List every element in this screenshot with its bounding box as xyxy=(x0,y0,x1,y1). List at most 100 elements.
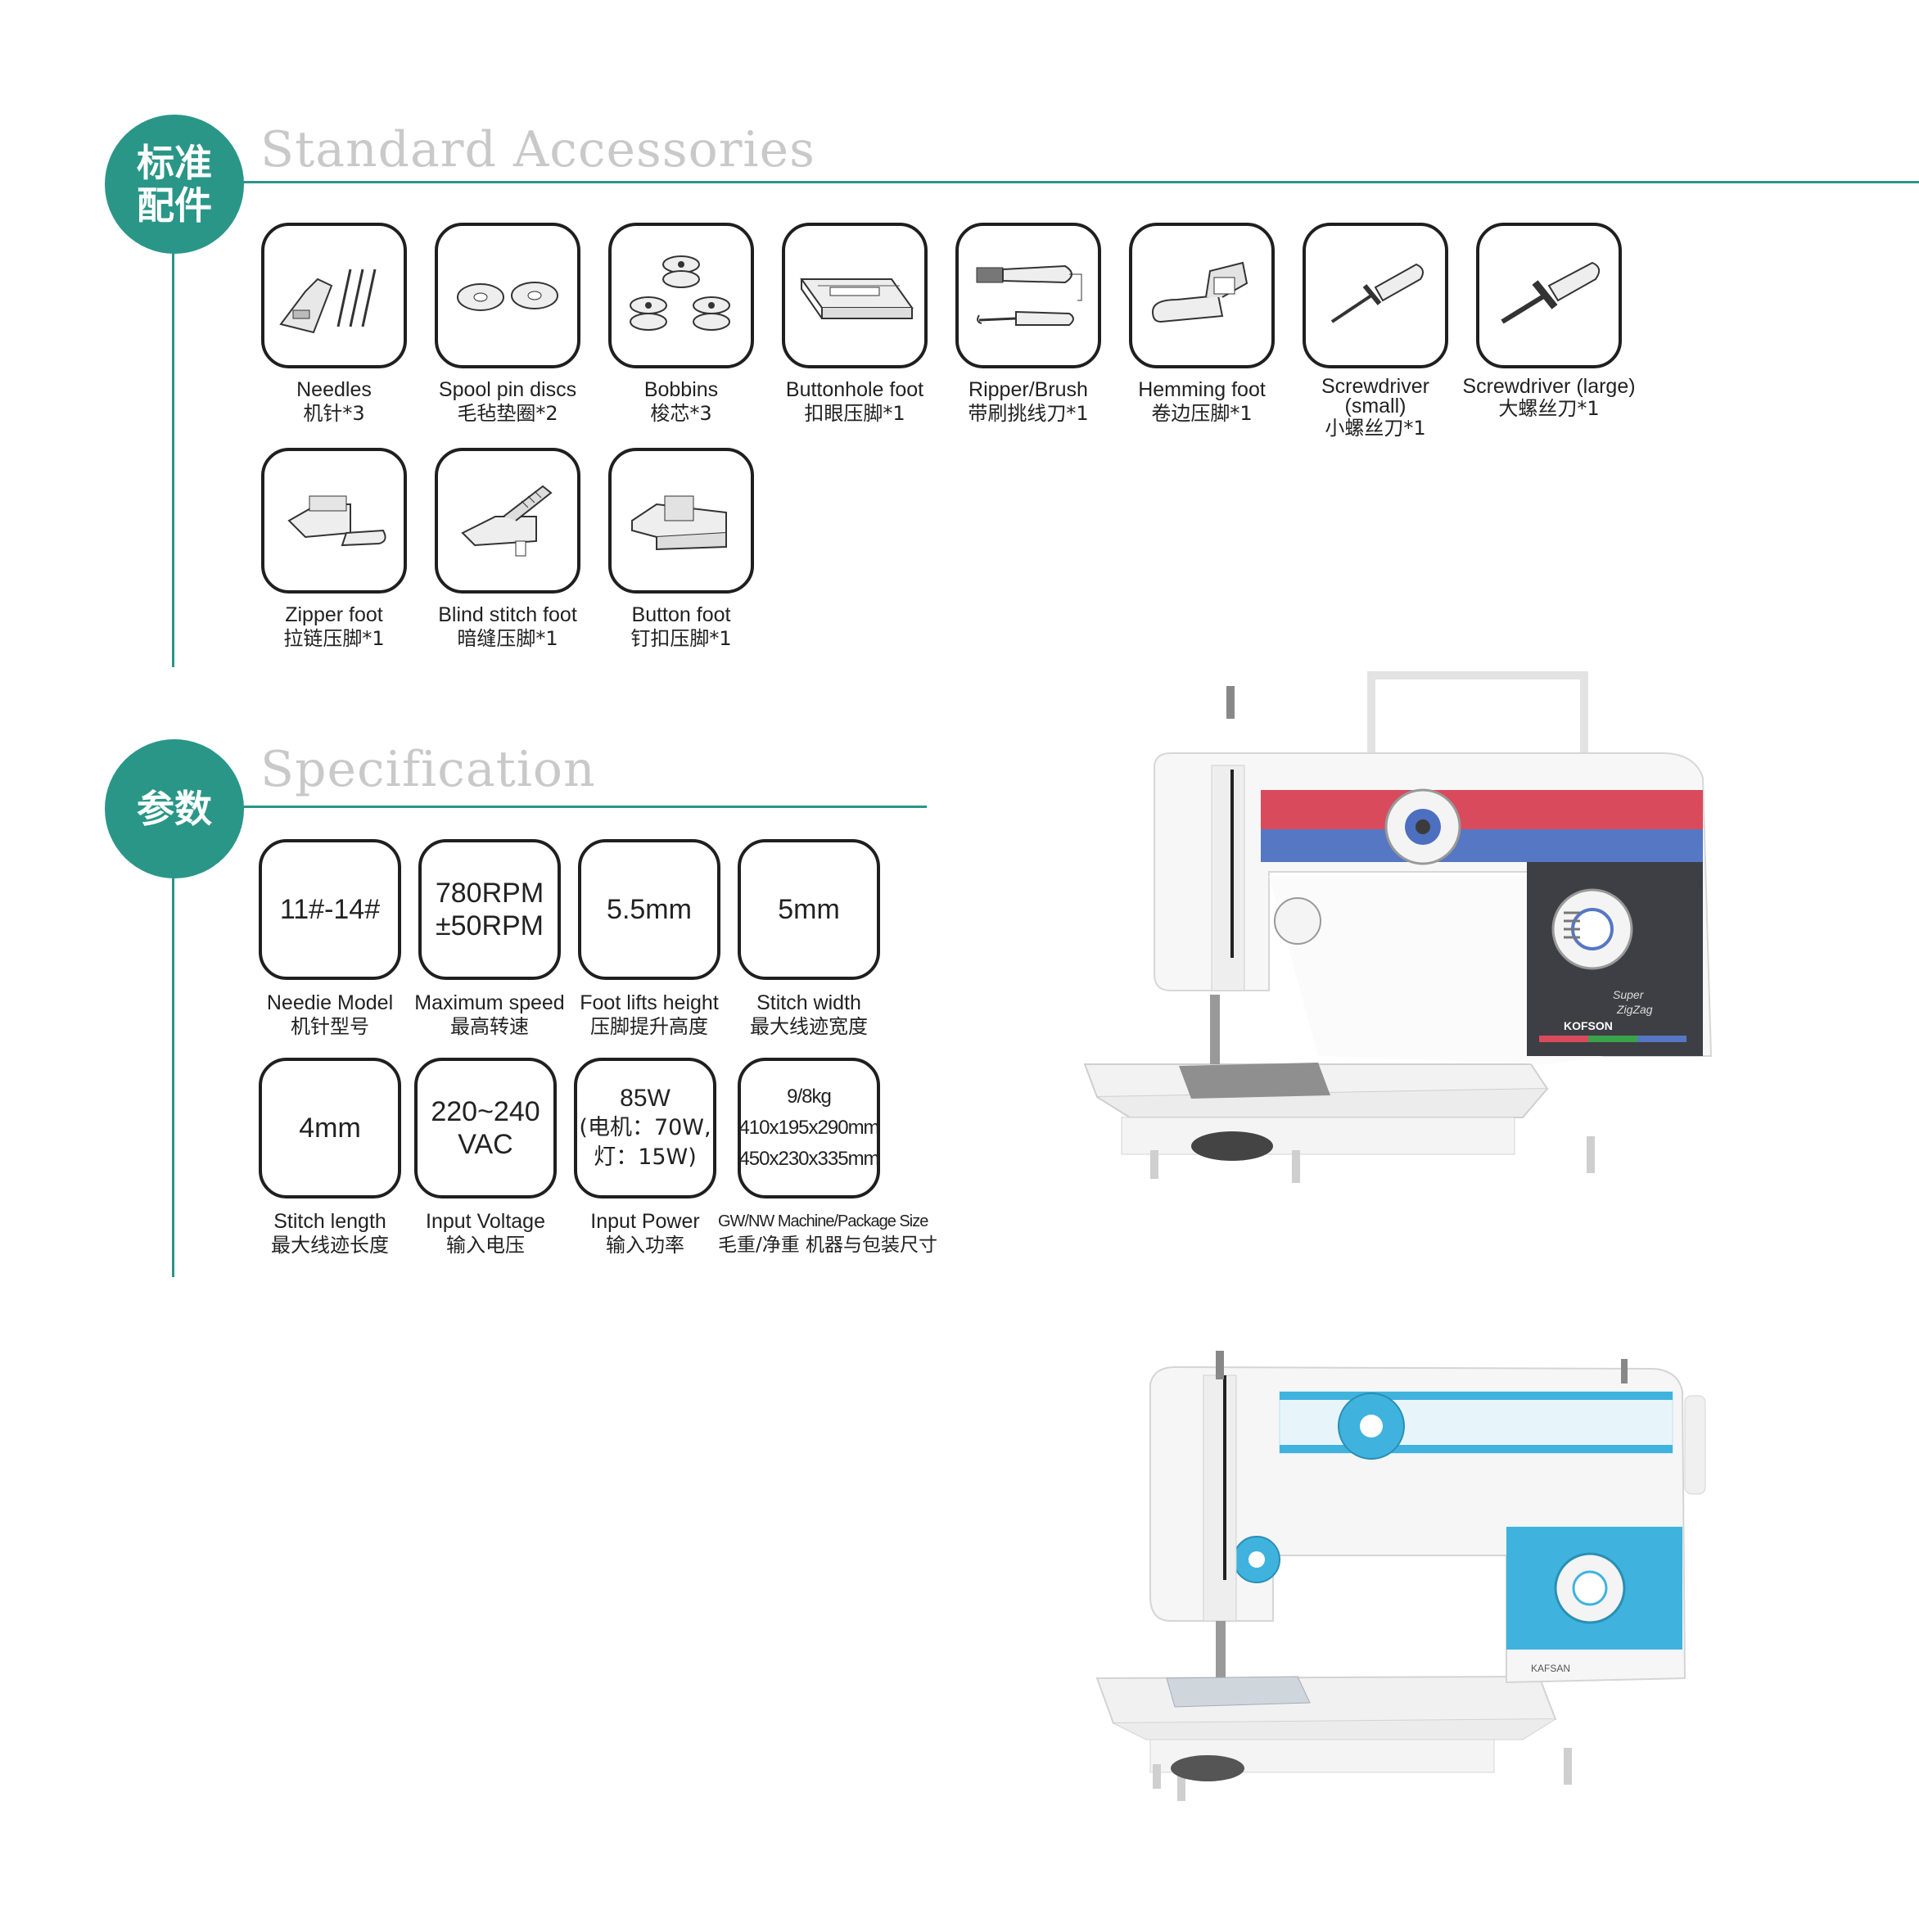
bobbins-icon xyxy=(630,255,730,331)
accessory-name-en: Ripper/Brush xyxy=(969,378,1088,401)
specification-vertical-rule xyxy=(172,810,174,1277)
accessory-box xyxy=(1476,223,1622,368)
spec-label-cn: 毛重/净重 机器与包装尺寸 xyxy=(718,1235,938,1256)
sewing-machine-1-icon: Super ZigZag KOFSON xyxy=(1083,671,1713,1183)
spec-value: 85W (电机：70W, 灯：15W) xyxy=(574,1058,716,1198)
accessory-box xyxy=(435,223,580,368)
ripper-brush-icon xyxy=(976,264,1082,326)
button-foot-icon xyxy=(631,495,727,551)
spec-label-en: Stitch width xyxy=(756,991,861,1014)
spool-pin-discs-icon xyxy=(457,282,558,311)
spec-value-line: (电机：70W, xyxy=(579,1115,711,1140)
accessory-screwdriver-small: Screwdriver (small) 小螺丝刀*1 xyxy=(1289,223,1462,440)
accessory-name-cn: 扣眼压脚*1 xyxy=(804,402,905,425)
svg-text:Super: Super xyxy=(1613,988,1645,1001)
accessory-spool-pin-discs: Spool pin discs 毛毡垫圈*2 xyxy=(421,223,594,426)
spec-foot-lift-height: 5.5mm Foot lifts height 压脚提升高度 xyxy=(567,839,731,1039)
spec-value: 5.5mm xyxy=(578,839,720,980)
zipper-foot-icon xyxy=(287,495,386,547)
spec-value: 220~240 VAC xyxy=(414,1058,557,1198)
specification-title: Specification xyxy=(260,741,596,798)
accessories-vertical-rule xyxy=(172,188,174,667)
accessory-name-en: Hemming foot xyxy=(1138,378,1266,401)
sewing-machine-2-icon: KAFSAN xyxy=(1095,1351,1706,1801)
spec-label-en: Needie Model xyxy=(266,991,394,1014)
spec-label-cn: 输入电压 xyxy=(446,1234,525,1257)
accessory-box xyxy=(1129,223,1275,368)
accessory-name-en: Screwdriver (small) xyxy=(1321,375,1429,418)
spec-label-en: Input Power xyxy=(590,1210,700,1233)
svg-text:KOFSON: KOFSON xyxy=(1564,1019,1613,1032)
accessories-badge-line2: 配件 xyxy=(137,183,212,228)
spec-needle-model: 11#-14# Needie Model 机针型号 xyxy=(248,839,412,1039)
spec-input-power: 85W (电机：70W, 灯：15W) Input Power 输入功率 xyxy=(563,1058,727,1257)
spec-label-en: GW/NW Machine/Package Size xyxy=(718,1212,928,1230)
accessory-name-cn: 机针*3 xyxy=(303,402,365,425)
accessory-name-cn: 小螺丝刀*1 xyxy=(1325,417,1426,440)
accessory-name-en: Button foot xyxy=(631,603,731,626)
spec-value-line: ±50RPM xyxy=(435,910,544,941)
spec-value: 780RPM ±50RPM xyxy=(418,839,561,980)
accessory-box xyxy=(261,448,407,594)
spec-label-cn: 最高转速 xyxy=(450,1015,529,1038)
accessory-box xyxy=(955,223,1101,368)
accessory-box xyxy=(1303,223,1448,368)
spec-value-line: 9/8kg xyxy=(787,1086,832,1108)
spec-value: 4mm xyxy=(259,1058,401,1198)
accessory-name-cn: 钉扣压脚*1 xyxy=(630,627,732,650)
sewing-machine-image-2: KAFSAN xyxy=(1081,1351,1736,1842)
spec-value-line: 450x230x335mm xyxy=(738,1148,879,1170)
accessory-name-cn: 暗缝压脚*1 xyxy=(457,627,558,650)
accessory-blind-stitch-foot: Blind stitch foot 暗缝压脚*1 xyxy=(421,448,594,651)
accessory-box xyxy=(435,448,580,594)
sewing-machine-image-1: Super ZigZag KOFSON xyxy=(1081,671,1736,1203)
accessory-name-cn: 梭芯*3 xyxy=(650,402,712,425)
spec-value: 11#-14# xyxy=(259,839,401,980)
buttonhole-foot-icon xyxy=(800,278,914,319)
accessory-bobbins: Bobbins 梭芯*3 xyxy=(594,223,768,426)
accessories-title-rule xyxy=(237,181,1919,183)
spec-label-cn: 输入功率 xyxy=(606,1234,684,1257)
needles-icon xyxy=(279,269,377,334)
blind-stitch-foot-icon xyxy=(461,485,553,557)
accessory-name-en: Screwdriver (large) xyxy=(1462,375,1636,398)
accessory-hemming-foot: Hemming foot 卷边压脚*1 xyxy=(1115,223,1289,426)
accessory-name-cn: 拉链压脚*1 xyxy=(283,627,385,650)
spec-label-en: Foot lifts height xyxy=(580,991,719,1014)
screwdriver-large-icon xyxy=(1501,261,1601,324)
spec-stitch-length: 4mm Stitch length 最大线迹长度 xyxy=(248,1058,412,1257)
accessory-needles: Needles 机针*3 xyxy=(247,223,421,426)
accessory-ripper-brush: Ripper/Brush 带刷挑线刀*1 xyxy=(941,223,1115,426)
spec-value: 5mm xyxy=(738,839,880,980)
accessory-name-en: Zipper foot xyxy=(285,603,383,626)
accessories-badge: 标准 配件 xyxy=(105,115,244,254)
spec-value-line: 灯：15W) xyxy=(594,1144,697,1170)
specification-title-rule xyxy=(237,806,927,808)
accessory-name-cn: 卷边压脚*1 xyxy=(1151,402,1253,425)
accessory-box xyxy=(608,448,754,594)
spec-label-en: Stitch length xyxy=(273,1210,386,1233)
accessory-name-en: Bobbins xyxy=(643,378,719,401)
accessory-screwdriver-large: Screwdriver (large) 大螺丝刀*1 xyxy=(1462,223,1636,421)
accessories-title: Standard Accessories xyxy=(260,121,815,178)
accessory-name-en: Buttonhole foot xyxy=(785,378,924,401)
spec-label-cn: 最大线迹宽度 xyxy=(750,1015,868,1038)
spec-value-line: 220~240 xyxy=(431,1096,540,1127)
accessories-badge-line1: 标准 xyxy=(137,141,212,185)
accessory-name-en: Needles xyxy=(296,378,372,401)
spec-label-cn: 机针型号 xyxy=(291,1015,369,1038)
spec-value: 9/8kg 410x195x290mm 450x230x335mm xyxy=(738,1058,880,1198)
spec-value-line: 410x195x290mm xyxy=(738,1117,879,1139)
spec-value-line: 780RPM xyxy=(435,878,544,909)
spec-stitch-width: 5mm Stitch width 最大线迹宽度 xyxy=(727,839,891,1039)
spec-label-en: Input Voltage xyxy=(426,1210,545,1233)
spec-value-line: VAC xyxy=(458,1129,513,1160)
accessory-zipper-foot: Zipper foot 拉链压脚*1 xyxy=(247,448,421,651)
spec-label-en: Maximum speed xyxy=(414,991,565,1014)
accessory-name-cn: 大螺丝刀*1 xyxy=(1498,397,1600,420)
accessory-name-cn: 带刷挑线刀*1 xyxy=(968,402,1089,425)
spec-value-line: 85W xyxy=(620,1085,671,1112)
specification-badge-text: 参数 xyxy=(137,787,212,831)
accessory-box xyxy=(782,223,928,368)
accessory-box xyxy=(608,223,754,368)
